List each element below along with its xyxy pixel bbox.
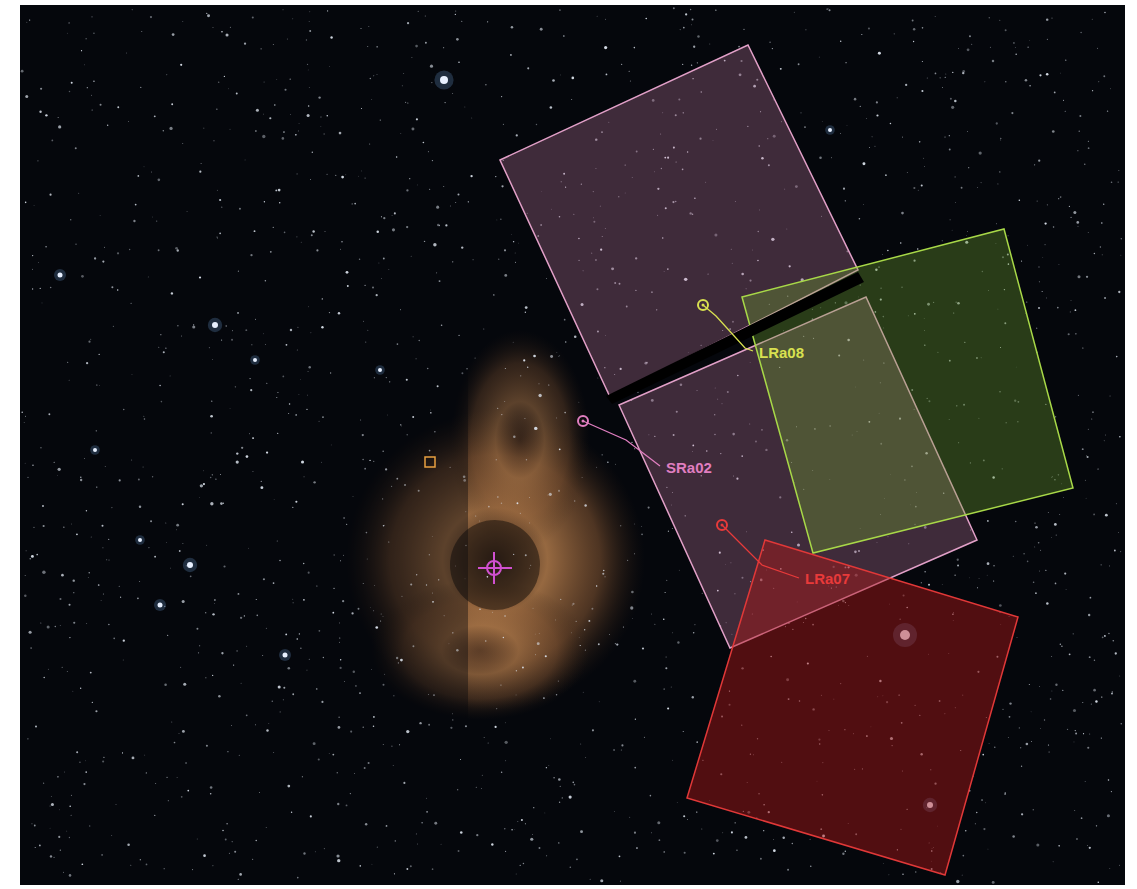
leader-line bbox=[583, 421, 660, 466]
green-field bbox=[742, 229, 1073, 553]
pointing-marker bbox=[717, 520, 727, 530]
leader-line bbox=[722, 525, 799, 578]
pointing-marker bbox=[698, 300, 708, 310]
star-field bbox=[21, 7, 1122, 884]
red-field bbox=[687, 540, 1018, 875]
leader-line bbox=[703, 305, 753, 351]
pointing-marker bbox=[578, 416, 588, 426]
target-marker bbox=[425, 457, 435, 467]
sky-background bbox=[20, 5, 1125, 885]
ccd-gap bbox=[606, 272, 864, 404]
field-label: LRa07 bbox=[803, 570, 852, 587]
rosette-nebula bbox=[345, 330, 645, 720]
field-label: LRa08 bbox=[757, 344, 806, 361]
field-label: SRa02 bbox=[664, 459, 714, 476]
center-cross bbox=[478, 552, 512, 584]
